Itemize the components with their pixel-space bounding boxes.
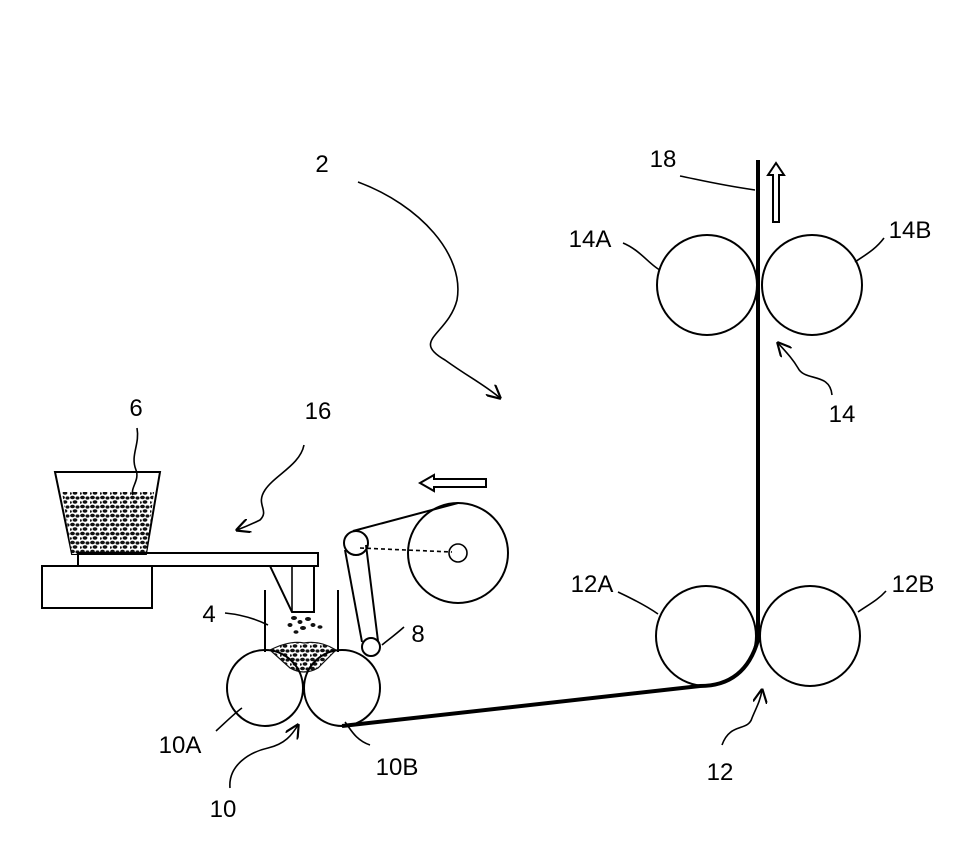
supply-roll-core [449,544,467,562]
roller-10b [304,650,380,726]
label-hopper: 6 [129,395,142,422]
label-roller-10b: 10B [376,754,419,781]
arrow-up-icon [768,163,784,222]
roller-12b [760,586,860,686]
label-roller-pair-12: 12 [707,759,734,786]
label-roller-pair-10: 10 [210,796,237,823]
label-roller-14b: 14B [889,217,932,244]
label-roller-10a: 10A [159,732,202,759]
supply-roll [408,503,508,603]
label-film: 18 [650,146,677,173]
labels: 2 6 16 4 8 10A 10B 10 12A 12B 12 14A 14B… [129,146,934,823]
feed-box [265,590,338,672]
label-feed-box: 4 [202,601,215,628]
roller-14b [762,235,862,335]
label-conveyor: 16 [305,398,332,425]
label-roller-14a: 14A [569,226,612,253]
hopper [55,472,160,554]
guide-roller-upper [344,531,368,555]
conveyor-base [42,566,152,608]
granule-pile [270,642,336,672]
label-web-path: 8 [411,621,424,648]
conveyor [42,553,323,634]
roller-10a [227,650,303,726]
film [342,160,758,726]
label-roller-12a: 12A [571,571,614,598]
label-roller-12b: 12B [892,571,935,598]
hopper-granules [62,492,154,554]
roller-14a [657,235,757,335]
leader-lines [132,176,886,788]
label-system: 2 [315,151,328,178]
label-roller-pair-14: 14 [829,401,856,428]
arrow-left-icon [420,475,486,491]
chute-granules [288,616,323,634]
web-path [344,503,508,656]
